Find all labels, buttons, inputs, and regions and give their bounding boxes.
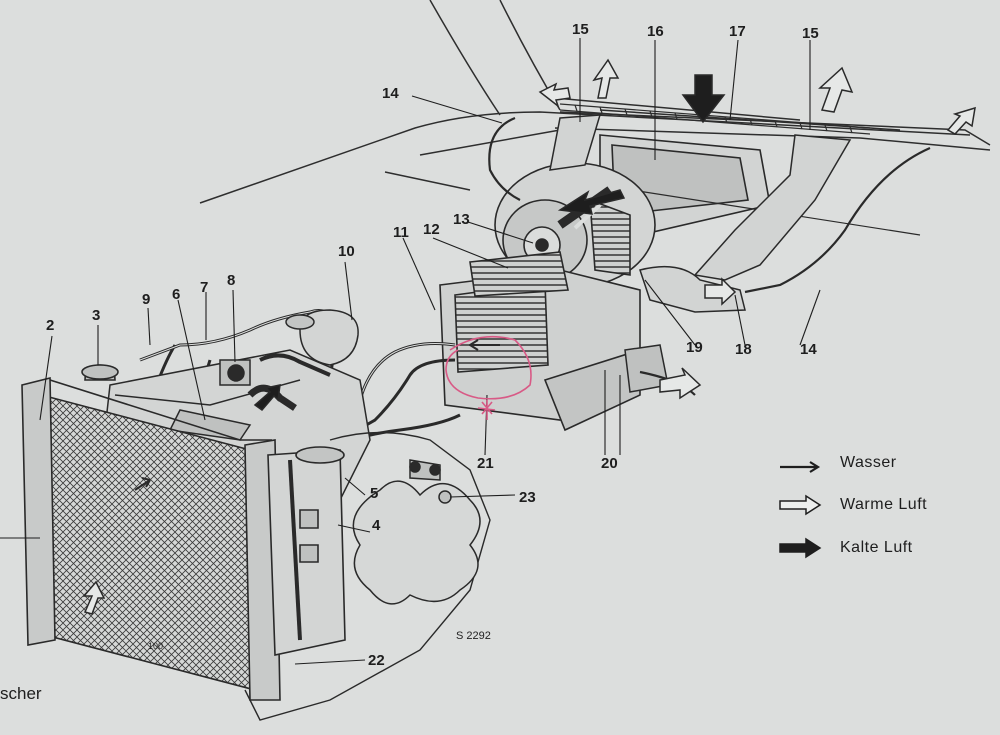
callout-18: 18 — [735, 341, 752, 358]
leader-lines — [0, 38, 821, 665]
legend-label-kalte-luft: Kalte Luft — [840, 539, 913, 556]
callout-15-left: 15 — [572, 21, 589, 38]
callout-15-right: 15 — [802, 25, 819, 42]
water-flow-arrow — [134, 477, 151, 491]
solid-arrow-icon — [779, 537, 822, 559]
callout-19: 19 — [686, 339, 703, 356]
hollow-arrow-icon — [779, 494, 822, 516]
callout-16: 16 — [647, 23, 664, 40]
callout-14-top: 14 — [382, 85, 399, 102]
callout-20: 20 — [601, 455, 618, 472]
callout-14-right: 14 — [800, 341, 817, 358]
callout-8: 8 — [227, 272, 236, 289]
warm-air-arrow — [818, 66, 854, 113]
legend-label-warme-luft: Warme Luft — [840, 496, 928, 513]
callout-12: 12 — [423, 221, 440, 238]
airflow-arrows — [82, 58, 976, 615]
radiator-mark: 100 — [148, 641, 164, 651]
callout-3: 3 — [92, 307, 101, 324]
warm-air-arrow — [538, 82, 571, 109]
air-ducts — [549, 114, 852, 393]
handwritten-annotation-circle — [445, 335, 532, 420]
callout-21: 21 — [477, 455, 494, 472]
expansion-tank — [267, 446, 346, 656]
legend-label-wasser: Wasser — [840, 454, 897, 471]
legend-symbols — [779, 461, 822, 559]
callout-9: 9 — [142, 291, 151, 308]
callout-5: 5 — [370, 485, 379, 502]
cropped-caption: scher — [0, 684, 42, 703]
figure-code: S 2292 — [456, 630, 491, 642]
callout-7: 7 — [200, 279, 209, 296]
callout-10: 10 — [338, 243, 355, 260]
cold-air-arrow — [253, 384, 281, 412]
callout-4: 4 — [372, 517, 381, 534]
cold-air-arrow — [681, 74, 726, 124]
warm-air-arrow — [704, 277, 737, 306]
warm-air-arrow — [659, 367, 702, 400]
warm-air-arrow — [82, 580, 106, 615]
thin-arrow-icon — [780, 461, 821, 473]
warm-air-arrow — [592, 58, 620, 99]
callout-23: 23 — [519, 489, 536, 506]
cold-air-arrow — [557, 189, 626, 215]
callout-2: 2 — [46, 317, 55, 334]
callout-11: 11 — [393, 224, 409, 241]
callout-13: 13 — [453, 211, 470, 228]
callout-6: 6 — [172, 286, 181, 303]
warm-air-arrow — [946, 106, 976, 135]
callout-17: 17 — [729, 23, 746, 40]
callout-22: 22 — [368, 652, 385, 669]
water-flow-arrow — [468, 339, 500, 351]
